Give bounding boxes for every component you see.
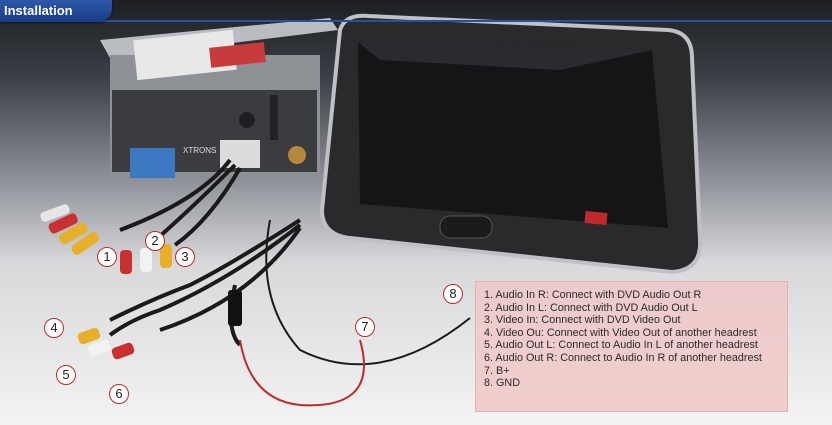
callout-2: 2 (145, 231, 165, 251)
legend-item: 1. Audio In R: Connect with DVD Audio Ou… (484, 289, 702, 301)
cables (108, 158, 471, 366)
legend-item: 7. B+ (484, 364, 510, 377)
legend-item: 4. Video Ou: Connect with Video Out of a… (484, 326, 757, 339)
legend-item: 8. GND (484, 377, 520, 390)
callout-8: 8 (443, 284, 463, 304)
legend-item: 6. Audio Out R: Connect to Audio In R of… (484, 351, 762, 364)
headrest-monitor (319, 13, 703, 275)
callout-4: 4 (44, 318, 64, 338)
brand-label: XTRONS (183, 146, 216, 155)
legend-item: 2. Audio In L: Connect with DVD Audio Ou… (484, 301, 698, 314)
callout-3: 3 (175, 247, 195, 267)
callout-7: 7 (355, 317, 375, 337)
page-title: Installation (0, 0, 112, 22)
callout-6: 6 (109, 384, 129, 404)
rca-plugs-top (40, 204, 172, 274)
header-rule (0, 20, 832, 22)
dvd-unit: XTRONS (100, 18, 338, 178)
legend-item: 3. Video In: Connect with DVD Video Out (484, 314, 681, 327)
callout-5: 5 (56, 365, 76, 385)
connection-legend: 1. Audio In R: Connect with DVD Audio Ou… (475, 281, 788, 412)
legend-item: 5. Audio Out L: Connect to Audio In L of… (484, 339, 758, 352)
fuse-holder (228, 290, 242, 326)
rca-plugs-bottom (77, 327, 135, 360)
callout-1: 1 (97, 247, 117, 267)
